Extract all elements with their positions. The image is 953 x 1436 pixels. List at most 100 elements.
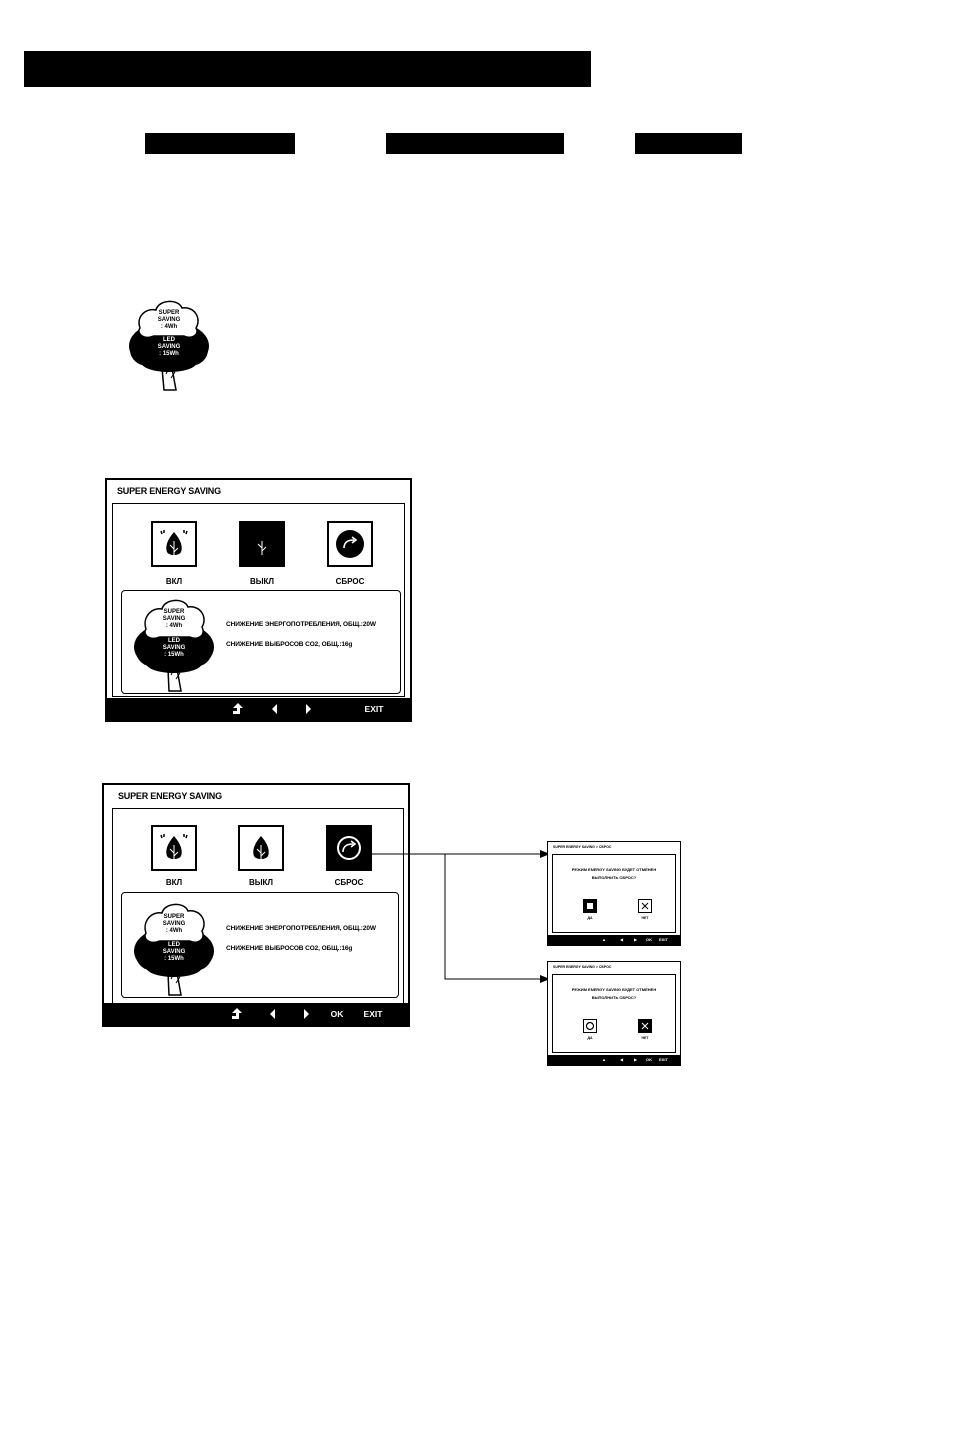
off-label: ВЫКЛ	[249, 577, 275, 586]
tree-led-label: LED	[163, 337, 175, 343]
cross-icon	[641, 1022, 649, 1030]
left-arrow-icon	[270, 1009, 275, 1019]
home-arrow-icon	[233, 703, 243, 714]
dialog-message-2: ВЫПОЛНИТЬ СБРОС?	[591, 995, 637, 1000]
leaf-off-icon	[253, 836, 269, 861]
info-tree-icon: SUPER SAVING : 4Wh LED SAVING : 15Wh	[132, 897, 216, 997]
reset-button[interactable]	[326, 825, 372, 871]
osd-nav-bar: OK EXIT	[104, 1003, 408, 1025]
savings-info-box: SUPER SAVING : 4Wh LED SAVING : 15Wh СНИ…	[121, 590, 401, 694]
leaf-off-icon	[257, 541, 267, 555]
subheader-bar-3	[635, 133, 742, 154]
tree-led-value: : 15Wh	[159, 351, 179, 357]
dialog-title: SUPER ENERGY SAVING > СБРОС	[553, 845, 612, 849]
header-bar	[24, 51, 591, 87]
leaf-on-icon	[160, 530, 188, 557]
tree-super-value: : 4Wh	[165, 928, 183, 934]
tree-super-label: SUPER	[163, 914, 185, 920]
tree-led-saving-label: SAVING	[162, 645, 186, 651]
tree-led-label: LED	[168, 942, 180, 948]
left-arrow-icon	[272, 704, 277, 714]
reset-label: СБРОС	[335, 577, 365, 586]
dialog-message-1: РЕЖИМ ENERGY SAVING БУДЕТ ОТМЕНЕН	[571, 867, 657, 872]
home-nav-button[interactable]: ▲	[602, 937, 606, 942]
tree-saving-label: SAVING	[162, 921, 186, 927]
on-label: ВКЛ	[165, 577, 183, 586]
tree-led-label: LED	[168, 638, 180, 644]
power-savings-text: СНИЖЕНИЕ ЭНЕРГОПОТРЕБЛЕНИЯ, ОБЩ.:20W	[226, 925, 376, 932]
home-nav-button[interactable]	[228, 1003, 246, 1025]
cross-icon	[641, 902, 649, 910]
co2-savings-text: СНИЖЕНИЕ ВЫБРОСОВ CO2, ОБЩ.:16g	[226, 945, 353, 952]
connector-arrows	[370, 850, 550, 983]
on-button[interactable]	[151, 825, 197, 871]
exit-nav-button[interactable]: EXIT	[364, 704, 384, 714]
yes-button[interactable]	[583, 1019, 597, 1033]
tree-super-label: SUPER	[163, 609, 185, 615]
yes-label: ДА	[587, 1036, 593, 1040]
right-nav-button[interactable]	[300, 698, 316, 720]
osd-panel-2: SUPER ENERGY SAVING ВКЛ ВЫКЛ СБРО	[102, 783, 410, 1027]
yes-button[interactable]	[583, 899, 597, 913]
dialog-title: SUPER ENERGY SAVING > СБРОС	[553, 965, 612, 969]
home-nav-button[interactable]	[229, 698, 247, 720]
left-nav-button[interactable]	[267, 698, 283, 720]
off-label: ВЫКЛ	[248, 878, 274, 887]
exit-nav-button[interactable]: EXIT	[659, 1057, 668, 1062]
leaf-on-icon	[160, 834, 188, 861]
tree-saving-label: SAVING	[157, 317, 181, 323]
left-nav-button[interactable]	[265, 1003, 281, 1025]
right-nav-button[interactable]: ▶	[634, 937, 638, 942]
reset-confirm-dialog-yes: SUPER ENERGY SAVING > СБРОС РЕЖИМ ENERGY…	[547, 841, 681, 946]
tree-illustration: SUPER SAVING : 4Wh LED SAVING : 15Wh	[126, 294, 212, 394]
tree-super-label: SUPER	[158, 310, 180, 316]
osd-content-area: ВКЛ ВЫКЛ СБРОС	[112, 808, 404, 1004]
exit-nav-button[interactable]: EXIT	[659, 937, 668, 942]
tree-led-saving-label: SAVING	[157, 344, 181, 350]
right-nav-button[interactable]	[298, 1003, 314, 1025]
osd-nav-bar: EXIT	[107, 698, 410, 720]
no-button[interactable]	[638, 1019, 652, 1033]
no-button[interactable]	[638, 899, 652, 913]
osd-title: SUPER ENERGY SAVING	[118, 791, 222, 801]
on-button[interactable]	[151, 521, 197, 567]
no-label: НЕТ	[641, 1036, 649, 1040]
right-arrow-icon	[306, 704, 311, 714]
reset-arrow-icon	[336, 530, 364, 558]
reset-arrow-icon	[337, 836, 361, 860]
ok-nav-button[interactable]: OK	[330, 1009, 344, 1019]
left-nav-button[interactable]: ◀	[620, 937, 624, 942]
ok-nav-button[interactable]: OK	[646, 1057, 652, 1062]
tree-led-value: : 15Wh	[164, 652, 184, 658]
left-nav-button[interactable]: ◀	[620, 1057, 624, 1062]
subheader-bar-1	[145, 133, 295, 154]
dialog-message-1: РЕЖИМ ENERGY SAVING БУДЕТ ОТМЕНЕН	[571, 987, 657, 992]
off-button[interactable]	[238, 825, 284, 871]
tree-super-value: : 4Wh	[160, 324, 178, 330]
subheader-bar-2	[386, 133, 564, 154]
tree-led-saving-label: SAVING	[162, 949, 186, 955]
savings-info-box: SUPER SAVING : 4Wh LED SAVING : 15Wh СНИ…	[121, 892, 399, 998]
off-button[interactable]	[239, 521, 285, 567]
yes-label: ДА	[587, 916, 593, 920]
reset-confirm-dialog-no: SUPER ENERGY SAVING > СБРОС РЕЖИМ ENERGY…	[547, 961, 681, 1066]
dialog-nav-bar: ▲ ◀ ▶ OK EXIT	[548, 935, 680, 945]
dialog-content: РЕЖИМ ENERGY SAVING БУДЕТ ОТМЕНЕН ВЫПОЛН…	[552, 974, 676, 1053]
ok-nav-button[interactable]: OK	[646, 937, 652, 942]
home-arrow-icon	[232, 1008, 242, 1019]
osd-panel-1: SUPER ENERGY SAVING ВКЛ ВЫКЛ СБРОС	[105, 478, 412, 722]
dialog-message-2: ВЫПОЛНИТЬ СБРОС?	[591, 875, 637, 880]
right-nav-button[interactable]: ▶	[634, 1057, 638, 1062]
yes-icon	[587, 903, 593, 909]
reset-button[interactable]	[327, 521, 373, 567]
dialog-nav-bar: ▲ ◀ ▶ OK EXIT	[548, 1055, 680, 1065]
info-tree-icon: SUPER SAVING : 4Wh LED SAVING : 15Wh	[132, 595, 216, 693]
right-arrow-icon	[304, 1009, 309, 1019]
exit-nav-button[interactable]: EXIT	[363, 1009, 383, 1019]
no-label: НЕТ	[641, 916, 649, 920]
home-nav-button[interactable]: ▲	[602, 1057, 606, 1062]
osd-content-area: ВКЛ ВЫКЛ СБРОС	[112, 503, 405, 697]
on-label: ВКЛ	[165, 878, 183, 887]
reset-label: СБРОС	[334, 878, 364, 887]
tree-led-value: : 15Wh	[164, 956, 184, 962]
